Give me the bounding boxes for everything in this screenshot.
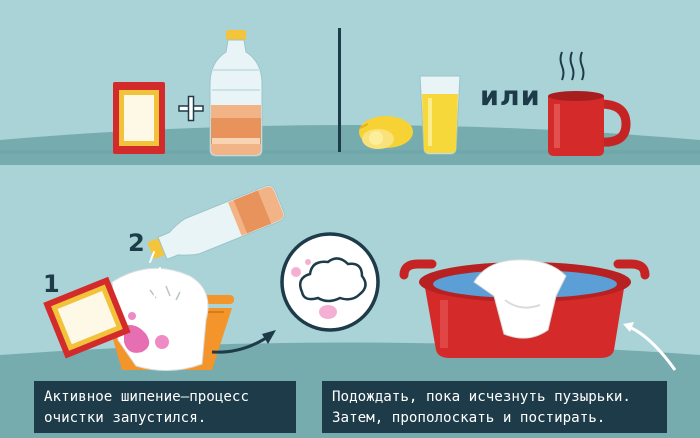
- baking-soda-packet-icon: [113, 82, 165, 154]
- vinegar-bottle-icon: [209, 30, 263, 157]
- caption-left-line-1: Активное шипение—процесс: [44, 389, 249, 405]
- or-label: или: [480, 81, 541, 112]
- foam-closeup-icon: [280, 232, 380, 332]
- soda-packet-pouring-icon: [43, 276, 131, 359]
- caption-right: Подождать, пока исчезнуть пузырьки. Зате…: [322, 381, 667, 433]
- juice-glass-icon: [419, 75, 461, 155]
- hot-mug-icon: [548, 51, 631, 156]
- top-shelf: [0, 125, 700, 165]
- plus-icon: [178, 95, 204, 122]
- step-number-two: 2: [128, 229, 145, 257]
- divider-line: [338, 28, 341, 152]
- caption-left-line-2: очистки запустился.: [44, 410, 207, 426]
- caption-right-line-1: Подождать, пока исчезнуть пузырьки.: [332, 389, 631, 405]
- red-pot-icon: [399, 259, 650, 358]
- caption-left: Активное шипение—процесс очистки запусти…: [34, 381, 296, 433]
- pouring-drips: [144, 251, 161, 299]
- step-number-one: 1: [43, 270, 60, 298]
- lemon-icon: [359, 116, 413, 149]
- caption-right-line-2: Затем, прополоскать и постирать.: [332, 410, 606, 426]
- bottle-pouring-icon: [147, 185, 285, 261]
- stained-cloth-bowl-icon: [104, 267, 234, 372]
